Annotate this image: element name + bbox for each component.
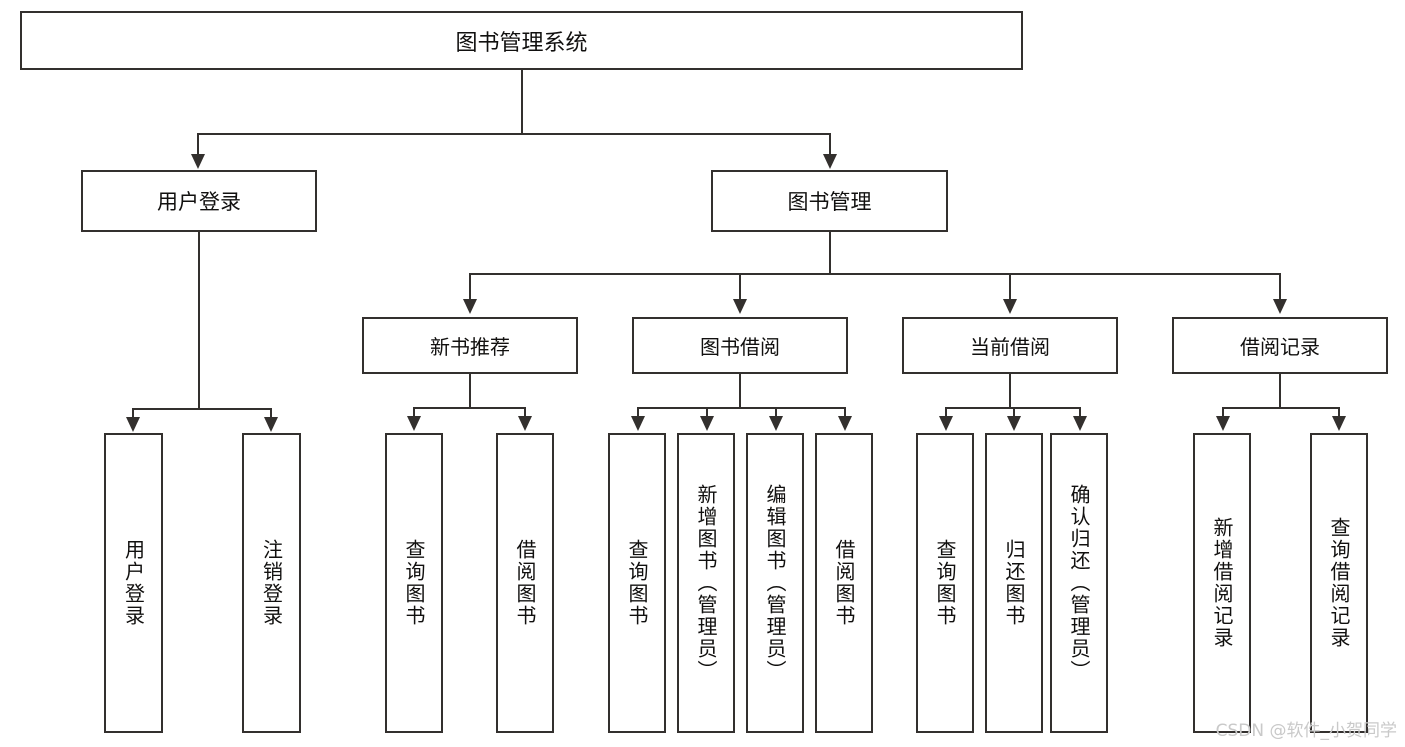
leaf-label: 借阅图书	[513, 539, 537, 627]
arrow-bb-to-leaf-1	[631, 416, 645, 431]
arrow-user-login-to-leaf-1	[126, 417, 140, 432]
connector-bm-to-borrow-record	[1279, 273, 1281, 301]
leaf-label: 确认归还（管理员）	[1067, 484, 1091, 682]
node-new-book-recommend[interactable]: 新书推荐	[362, 317, 578, 374]
leaf-label: 新增借阅记录	[1210, 517, 1234, 649]
connector-cb-to-leaf-2	[1013, 407, 1015, 419]
arrow-cb-to-leaf-1	[939, 416, 953, 431]
node-root-book-management-system[interactable]: 图书管理系统	[20, 11, 1023, 70]
connector-bb-to-leaf-2	[706, 407, 708, 419]
leaf-borrow-record-1[interactable]: 新增借阅记录	[1193, 433, 1251, 733]
leaf-label: 用户登录	[121, 539, 146, 627]
connector-nbr-trunk	[469, 374, 471, 408]
connector-br-bus	[1222, 407, 1339, 409]
arrow-bb-to-leaf-2	[700, 416, 714, 431]
leaf-new-book-recommend-2[interactable]: 借阅图书	[496, 433, 554, 733]
node-label: 新书推荐	[430, 335, 510, 359]
connector-bb-to-leaf-1	[637, 407, 639, 419]
connector-bm-to-current-borrow	[1009, 273, 1011, 301]
arrow-br-to-leaf-2	[1332, 416, 1346, 431]
node-borrow-record[interactable]: 借阅记录	[1172, 317, 1388, 374]
node-label: 当前借阅	[970, 335, 1050, 359]
node-book-borrow[interactable]: 图书借阅	[632, 317, 848, 374]
leaf-label: 注销登录	[259, 539, 284, 627]
connector-bb-to-leaf-4	[844, 407, 846, 419]
connector-bb-to-leaf-3	[775, 407, 777, 419]
connector-root-to-book-management	[829, 133, 831, 156]
arrow-bb-to-leaf-3	[769, 416, 783, 431]
arrow-bm-to-borrow-record	[1273, 299, 1287, 314]
connector-user-login-trunk	[198, 232, 200, 409]
connector-bb-bus	[637, 407, 845, 409]
leaf-book-borrow-1[interactable]: 查询图书	[608, 433, 666, 733]
connector-cb-to-leaf-3	[1079, 407, 1081, 419]
leaf-book-borrow-3[interactable]: 编辑图书（管理员）	[746, 433, 804, 733]
connector-br-to-leaf-2	[1338, 407, 1340, 419]
leaf-label: 查询借阅记录	[1327, 517, 1351, 649]
arrow-cb-to-leaf-2	[1007, 416, 1021, 431]
leaf-user-login-1[interactable]: 用户登录	[104, 433, 163, 733]
arrow-bb-to-leaf-4	[838, 416, 852, 431]
connector-nbr-to-leaf-2	[524, 407, 526, 419]
leaf-label: 归还图书	[1002, 539, 1026, 627]
connector-user-login-to-leaf-2	[270, 408, 272, 420]
leaf-label: 新增图书（管理员）	[694, 484, 718, 682]
arrow-cb-to-leaf-3	[1073, 416, 1087, 431]
leaf-borrow-record-2[interactable]: 查询借阅记录	[1310, 433, 1368, 733]
connector-br-trunk	[1279, 374, 1281, 408]
csdn-watermark: CSDN @软件_小贺同学	[1215, 721, 1397, 741]
leaf-label: 查询图书	[625, 539, 649, 627]
node-label: 用户登录	[157, 190, 241, 214]
leaf-label: 查询图书	[933, 539, 957, 627]
arrow-bm-to-new-book	[463, 299, 477, 314]
connector-nbr-bus	[413, 407, 526, 409]
arrow-root-to-user-login	[191, 154, 205, 169]
leaf-book-borrow-2[interactable]: 新增图书（管理员）	[677, 433, 735, 733]
node-current-borrow[interactable]: 当前借阅	[902, 317, 1118, 374]
arrow-bm-to-current-borrow	[1003, 299, 1017, 314]
leaf-label: 查询图书	[402, 539, 426, 627]
leaf-current-borrow-1[interactable]: 查询图书	[916, 433, 974, 733]
leaf-user-login-2[interactable]: 注销登录	[242, 433, 301, 733]
leaf-current-borrow-2[interactable]: 归还图书	[985, 433, 1043, 733]
node-book-management[interactable]: 图书管理	[711, 170, 948, 232]
connector-cb-bus	[945, 407, 1080, 409]
leaf-new-book-recommend-1[interactable]: 查询图书	[385, 433, 443, 733]
connector-book-management-bus	[469, 273, 1280, 275]
node-label: 图书借阅	[700, 335, 780, 359]
arrow-nbr-to-leaf-1	[407, 416, 421, 431]
arrow-br-to-leaf-1	[1216, 416, 1230, 431]
connector-bm-to-new-book	[469, 273, 471, 301]
connector-user-login-bus	[132, 408, 271, 410]
leaf-book-borrow-4[interactable]: 借阅图书	[815, 433, 873, 733]
node-label: 图书管理系统	[455, 30, 588, 56]
arrow-nbr-to-leaf-2	[518, 416, 532, 431]
connector-root-trunk	[521, 70, 523, 134]
node-label: 图书管理	[787, 190, 872, 214]
arrow-user-login-to-leaf-2	[264, 417, 278, 432]
connector-cb-to-leaf-1	[945, 407, 947, 419]
node-user-login[interactable]: 用户登录	[81, 170, 317, 232]
arrow-root-to-book-management	[823, 154, 837, 169]
leaf-label: 编辑图书（管理员）	[763, 484, 787, 682]
connector-user-login-to-leaf-1	[132, 408, 134, 420]
leaf-current-borrow-3[interactable]: 确认归还（管理员）	[1050, 433, 1108, 733]
node-label: 借阅记录	[1240, 335, 1320, 359]
connector-bb-trunk	[739, 374, 741, 408]
connector-br-to-leaf-1	[1222, 407, 1224, 419]
connector-bm-to-book-borrow	[739, 273, 741, 301]
connector-root-bus	[198, 133, 831, 135]
connector-book-management-trunk	[829, 232, 831, 274]
connector-cb-trunk	[1009, 374, 1011, 408]
leaf-label: 借阅图书	[832, 539, 856, 627]
connector-nbr-to-leaf-1	[413, 407, 415, 419]
arrow-bm-to-book-borrow	[733, 299, 747, 314]
connector-root-to-user-login	[197, 133, 199, 156]
